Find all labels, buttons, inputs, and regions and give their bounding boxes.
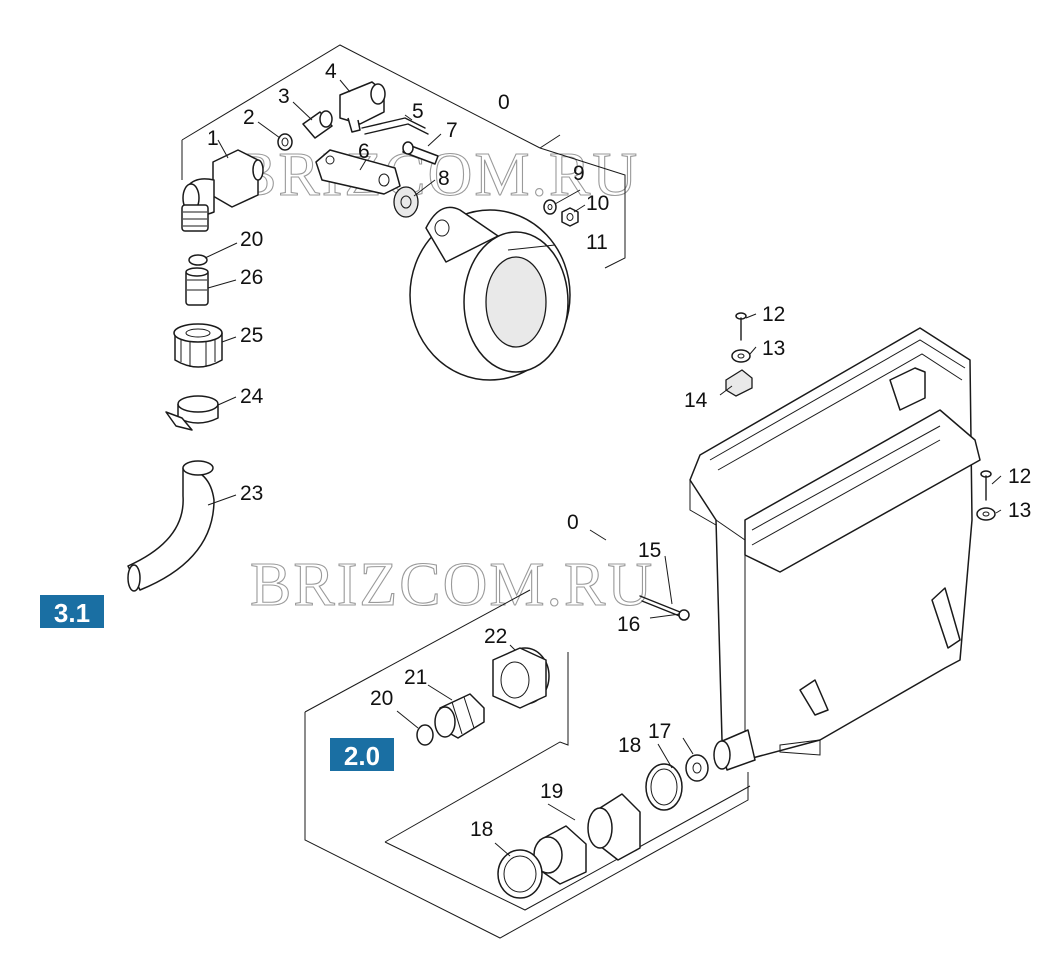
callout-10: 10 [586,192,609,215]
lower-group-bracket [304,589,751,939]
part-10-nut [561,207,579,227]
part-8-gear-washer [393,186,419,218]
callout-1: 1 [207,127,219,150]
callout-9: 9 [573,162,585,185]
callout-7: 7 [446,119,458,142]
part-1-elbow-fitting [181,149,264,232]
part-25-union-nut [173,323,223,368]
part-13-washer-top [731,349,751,363]
part-24-hose-clamp [165,395,219,431]
part-11-wheel [409,206,571,381]
leader-lines [204,79,1002,857]
part-7-bolt [402,141,439,165]
callout-labels: 0 1 2 3 4 5 6 7 8 9 10 11 20 26 25 24 23… [207,60,1031,841]
part-12-screw-right [980,470,992,501]
callout-16: 16 [617,613,640,636]
part-3-cylinder [302,110,333,139]
callout-17: 17 [648,720,671,743]
badge-3-1-background [40,595,104,628]
part-13-washer-right [976,507,996,521]
callout-20-lower: 20 [370,687,393,710]
badge-2-0[interactable]: 2.0 [330,738,394,771]
callout-15: 15 [638,539,661,562]
part-17-fitting [685,754,709,782]
callout-18-left: 18 [470,818,493,841]
watermark-middle: BRIZCOM.RU [250,551,654,619]
callout-13-right: 13 [1008,499,1031,522]
callout-25: 25 [240,324,263,347]
part-26-hose-barb [185,267,209,306]
callout-12-top: 12 [762,303,785,326]
callout-23: 23 [240,482,263,505]
callout-18-right: 18 [618,734,641,757]
callout-24: 24 [240,385,264,408]
callout-26: 26 [240,266,263,289]
callout-19: 19 [540,780,563,803]
part-5-pin [361,117,429,135]
callout-20-top: 20 [240,228,263,251]
watermark-top: BRIZCOM.RU [235,141,639,209]
callout-5: 5 [412,100,424,123]
part-16-cotter-pin [678,609,690,621]
callout-8: 8 [438,167,450,190]
part-21-hose-barb [434,693,485,739]
callout-4: 4 [325,60,337,83]
callout-14: 14 [684,389,708,412]
part-12-screw-top [735,312,747,341]
part-18-seal-ring-left [497,849,543,899]
callout-12-right: 12 [1008,465,1031,488]
part-tank [689,327,981,771]
badge-3-1[interactable]: 3.1 [40,595,104,628]
part-18-seal-ring-right [645,763,683,811]
callout-2: 2 [243,106,255,129]
part-9-washer [543,199,557,215]
part-14-clip [725,369,753,397]
badge-2-0-background [330,738,394,771]
part-20-oring-top [188,254,208,266]
callout-22: 22 [484,625,507,648]
badge-3-1-label: 3.1 [54,598,90,628]
callout-6: 6 [358,140,370,163]
callout-11: 11 [586,231,608,254]
callout-13-top: 13 [762,337,785,360]
part-4-valve-body [339,81,386,133]
callout-21: 21 [404,666,427,689]
part-22-union-nut [492,647,550,709]
part-23-hose [127,460,215,592]
callout-0-top: 0 [498,91,510,114]
callout-3: 3 [278,85,290,108]
callout-0-lower: 0 [567,511,579,534]
part-20-oring-lower [416,724,434,746]
badge-2-0-label: 2.0 [344,741,380,771]
top-group-bracket [181,44,626,269]
part-6-lever [315,149,401,195]
part-19-sleeve-pair [533,793,641,885]
part-2-ring [277,133,293,151]
